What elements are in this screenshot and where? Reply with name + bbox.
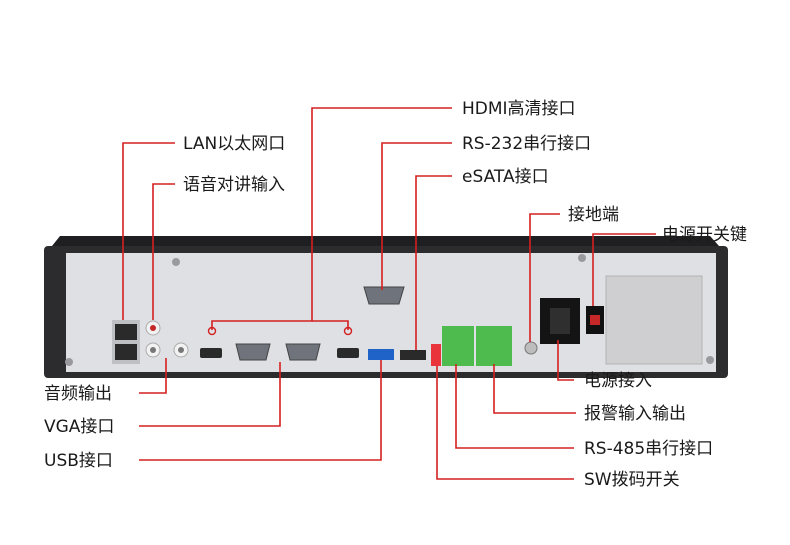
- terminal-block-rs485: [442, 326, 474, 366]
- label-lan: LAN以太网口: [183, 134, 286, 154]
- label-rs485: RS-485串行接口: [584, 439, 714, 459]
- terminal-block-alarm: [476, 326, 512, 366]
- fan-grille: [605, 275, 703, 365]
- vga-port-1: [235, 343, 271, 361]
- label-audio-out: 音频输出: [44, 384, 112, 404]
- usb-port: [368, 349, 394, 360]
- power-socket-inner: [550, 308, 570, 334]
- jack-center: [150, 325, 156, 331]
- label-power-in: 电源接入: [584, 371, 652, 391]
- label-esata: eSATA接口: [462, 167, 549, 187]
- label-sw: SW拨码开关: [584, 470, 680, 490]
- label-rs232: RS-232串行接口: [462, 134, 592, 154]
- label-intercom: 语音对讲输入: [183, 175, 285, 195]
- label-vga: VGA接口: [44, 417, 115, 437]
- sw-dip-switch: [431, 344, 441, 366]
- leader-lines: [122, 107, 656, 480]
- panel-screw: [578, 254, 586, 262]
- power-switch-rocker: [590, 315, 600, 325]
- label-hdmi: HDMI高清接口: [462, 99, 576, 119]
- leader-dot: [207, 326, 217, 336]
- lan-port-2: [115, 344, 137, 360]
- ground-terminal: [524, 341, 538, 355]
- label-power-switch: 电源开关键: [662, 225, 747, 245]
- lan-port-1: [115, 324, 137, 340]
- jack-center: [178, 347, 184, 353]
- hdmi-port-1: [200, 348, 222, 358]
- jack-center: [150, 347, 156, 353]
- hdmi-port-2: [337, 348, 359, 358]
- leader-dot: [343, 326, 353, 336]
- label-ground: 接地端: [568, 205, 619, 225]
- label-alarm: 报警输入输出: [584, 404, 686, 424]
- rs232-port: [363, 286, 405, 305]
- esata-port: [400, 350, 426, 360]
- vga-port-2: [285, 343, 321, 361]
- panel-screw: [65, 358, 73, 366]
- panel-screw: [706, 356, 714, 364]
- panel-screw: [172, 258, 180, 266]
- label-usb: USB接口: [44, 451, 113, 471]
